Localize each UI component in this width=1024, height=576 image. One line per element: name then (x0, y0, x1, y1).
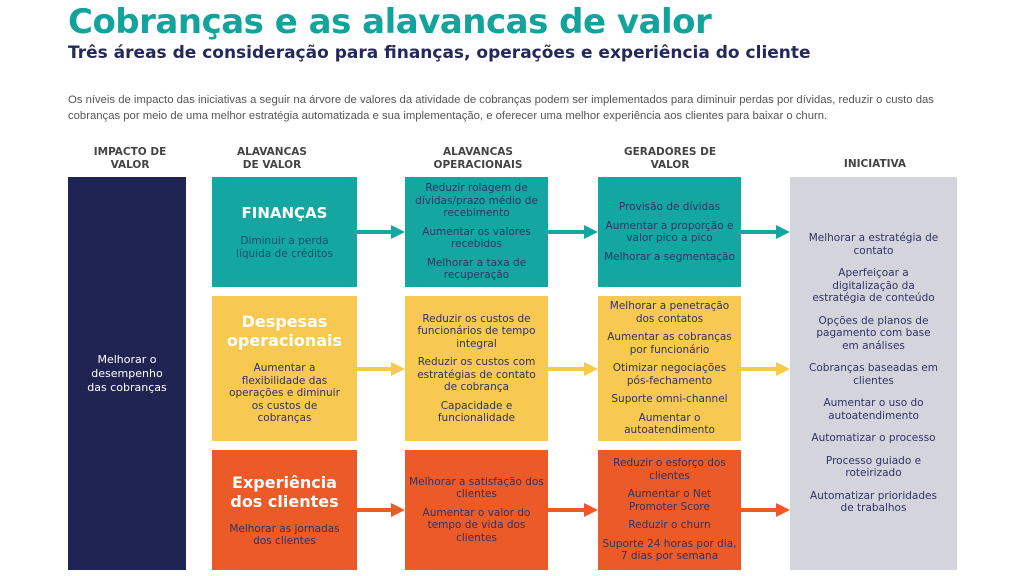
list-item: Reduzir os custos com estratégias de con… (417, 356, 536, 393)
list-item: Aumentar o Net Promoter Score (627, 488, 712, 513)
initiative-item: Processo guiado e roteirizado (825, 454, 922, 480)
list-item: Reduzir o esforço dos clientes (613, 457, 726, 482)
arrow-right-icon (548, 361, 598, 376)
arrow-right-icon (741, 225, 790, 239)
lever-title: Despesas operacionais (226, 312, 343, 351)
list-item: Aumentar os valores recebidos (422, 225, 531, 251)
intro-paragraph: Os níveis de impacto das iniciativas a s… (68, 94, 934, 122)
lever-title: Experiência dos clientes (230, 472, 339, 511)
lever-description: Diminuir a perda líquida de créditos (236, 235, 333, 260)
lever-description: Aumentar a flexibilidade das operações e… (229, 362, 340, 425)
header-operacionais: ALAVANCAS OPERACIONAIS (433, 146, 523, 171)
list-item: Reduzir rolagem de dívidas/prazo médio d… (415, 182, 538, 220)
initiative-item: Automatizar o processo (811, 432, 936, 445)
impacto-box: Melhorar o desempenho das cobranças (68, 177, 186, 570)
arrow-right-icon (548, 225, 598, 239)
arrow-right-icon (548, 503, 598, 517)
list-item: Melhorar a taxa de recuperação (426, 256, 527, 282)
lever-box: FINANÇAS Diminuir a perda líquida de créd… (212, 177, 357, 287)
initiative-item: Cobranças baseadas em clientes (809, 362, 938, 387)
arrow-right-icon (357, 361, 405, 376)
list-item: Reduzir o churn (628, 519, 711, 532)
list-item: Reduzir os custos de funcionários de tem… (417, 312, 536, 350)
initiative-item: Opções de planos de pagamento com base e… (816, 314, 931, 352)
header-iniciativa: INICIATIVA (843, 158, 907, 170)
list-item: Otimizar negociações pós-fechamento (612, 362, 727, 387)
list-item: Melhorar a segmentação (604, 250, 735, 263)
list-item: Suporte omni-channel (611, 393, 728, 406)
list-item: Aumentar o autoatendimento (624, 411, 715, 437)
page-subtitle: Três áreas de consideração para finanças… (68, 43, 811, 63)
initiative-item: Aperfeiçoar a digitalização da estratégi… (812, 267, 935, 305)
list-item: Melhorar a satisfação dos clientes (409, 475, 544, 501)
list-item: Capacidade e funcionalidade (437, 399, 516, 425)
arrow-right-icon (741, 361, 790, 376)
arrow-right-icon (357, 503, 405, 517)
list-item: Suporte 24 horas por dia, 7 dias por sem… (602, 537, 737, 563)
list-item: Aumentar a proporção e valor pico a pico (605, 219, 734, 245)
initiative-item: Melhorar a estratégia de contato (808, 232, 939, 257)
initiative-item: Automatizar prioridades de trabalhos (810, 489, 937, 515)
lever-description: Melhorar as jornadas dos clientes (229, 522, 340, 548)
list-item: Aumentar as cobranças por funcionário (607, 331, 732, 356)
header-impacto: IMPACTO DE VALOR (93, 146, 167, 171)
arrow-right-icon (357, 225, 405, 239)
initiative-item: Aumentar o uso do autoatendimento (823, 397, 924, 422)
impacto-text: Melhorar o desempenho das cobranças (87, 352, 167, 394)
header-alavancas: ALAVANCAS DE VALOR (237, 146, 307, 171)
lever-title: FINANÇAS (241, 204, 328, 222)
list-item: Provisão de dívidas (618, 201, 721, 213)
page-title: Cobranças e as alavancas de valor (68, 2, 712, 42)
operational-lever-box: Reduzir rolagem de dívidas/prazo médio d… (405, 177, 548, 287)
arrow-right-icon (741, 503, 790, 517)
list-item: Melhorar a penetração dos contatos (609, 300, 730, 325)
header-geradores: GERADORES DE VALOR (623, 146, 716, 171)
list-item: Aumentar o valor do tempo de vida dos cl… (422, 506, 531, 544)
operational-lever-box: Reduzir os custos de funcionários de tem… (405, 296, 548, 441)
